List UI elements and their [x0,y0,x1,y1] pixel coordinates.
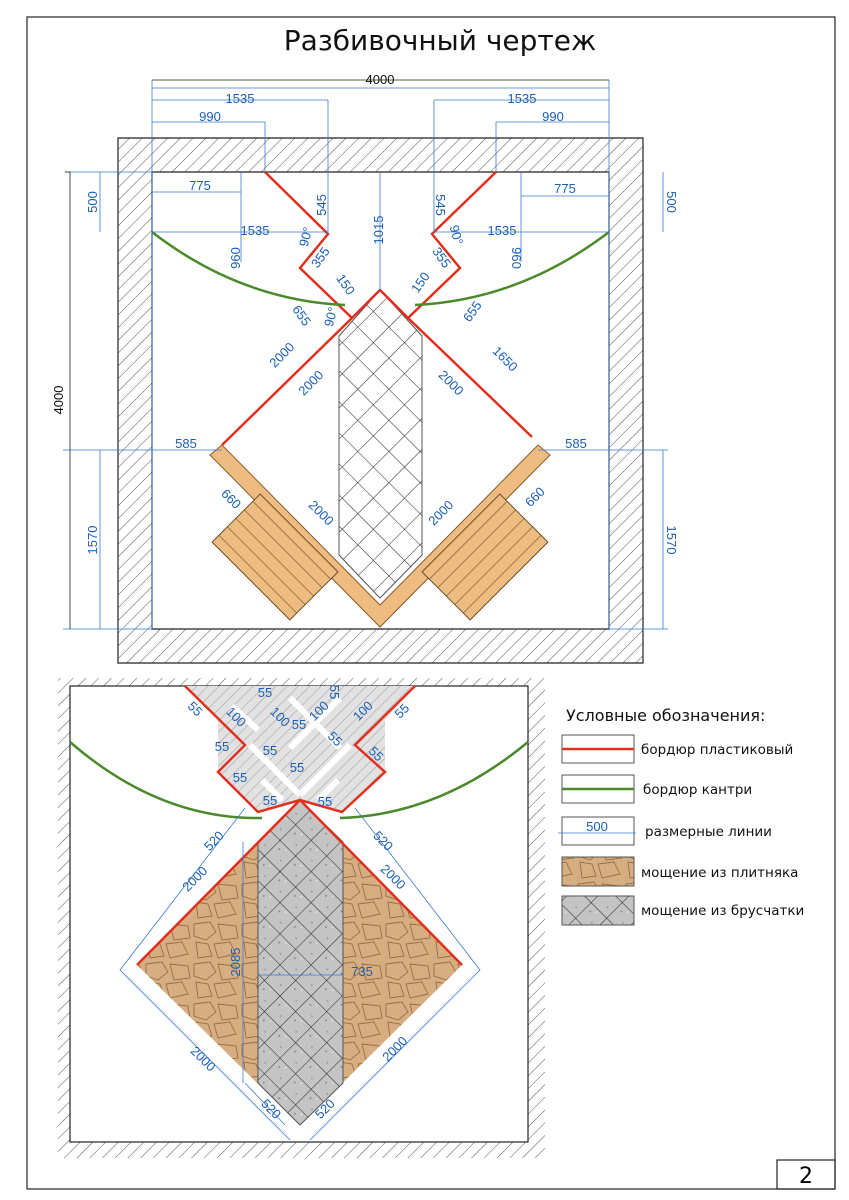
dim-label: 2000 [295,367,326,398]
dim-label: 2000 [436,367,467,398]
dim-label: 2000 [179,863,210,894]
legend-label: мощение из плитняка [641,865,798,881]
dim-label: 545 [314,194,329,216]
paving-swatch [561,895,635,926]
dim-label: 990 [542,109,564,124]
dim-label: 150 [408,269,433,295]
dim-label: 735 [351,964,373,979]
flagstone-swatch [561,856,635,887]
dim-label: 4000 [51,386,66,415]
legend-label: мощение из брусчатки [641,903,804,919]
legend-label: размерные линии [645,824,772,840]
legend-item-paving: мощение из брусчатки [561,895,804,926]
deck-left [211,493,339,621]
sheet-frame [26,16,836,1190]
dim-label: 660 [218,486,244,512]
dim-label: 90° [296,225,316,248]
dim-label: 1535 [226,91,255,106]
dim-label: 1535 [508,91,537,106]
dim-label: 55 [233,770,247,785]
dim-label: 55 [263,743,277,758]
dim-label: 150 [333,271,358,297]
dim-label: 2000 [425,497,456,528]
top-plan [63,79,668,664]
legend-sample-value: 500 [586,819,608,834]
legend-title: Условные обозначения: [566,706,765,725]
plastic-border [136,799,463,966]
legend-item-dimension-lines: 500 размерные линии [558,816,772,846]
legend-item-plastic-border: бордюр пластиковый [561,734,793,764]
dim-label: 4000 [366,72,395,87]
dim-label: 660 [522,484,548,510]
dim-label: 55 [215,739,229,754]
dim-label: 2000 [306,497,337,528]
paving-area [338,289,423,599]
dim-label: 2000 [188,1043,219,1074]
dim-label: 655 [460,298,485,324]
dim-label: 1570 [85,526,100,555]
dim-label: 775 [554,181,576,196]
dim-label: 90° [447,223,467,246]
dim-label: 355 [429,244,454,270]
dim-label: 990 [199,109,221,124]
dimension-lines [119,807,481,1141]
legend-item-flagstone: мощение из плитняка [561,856,798,887]
dim-label: 2085 [228,948,243,977]
bottom-plan [58,678,545,1158]
dim-label: 1015 [371,216,386,245]
country-border [69,741,529,820]
dim-label: 55 [258,685,272,700]
dim-label: 90° [321,305,341,328]
legend-item-country-border: бордюр кантри [561,774,752,804]
legend-label: бордюр кантри [643,782,752,798]
page-title: Разбивочный чертеж [284,24,596,57]
dim-label: 960 [228,247,243,269]
dim-label: 1650 [490,343,521,374]
dim-label: 55 [292,717,306,732]
page-number-box [776,1159,836,1190]
dim-label: 55 [290,760,304,775]
dim-label: 520 [201,828,227,854]
dim-label: 1535 [488,223,517,238]
dim-label: 55 [318,794,332,809]
dim-label: 55 [327,685,342,699]
dim-label: 500 [85,191,100,213]
country-border [151,231,610,307]
dim-label: 585 [565,436,587,451]
plastic-border [221,317,533,446]
page-number: 2 [799,1164,813,1189]
deck-right [421,493,549,621]
dim-label: 1535 [241,223,270,238]
dim-label: 960 [509,247,524,269]
dim-label: 1570 [664,526,679,555]
dim-label: 520 [370,828,396,854]
legend: Условные обозначения: бордюр пластиковый… [558,706,804,926]
dim-label: 500 [664,191,679,213]
dim-label: 55 [263,793,277,808]
dim-label: 655 [289,302,314,328]
paving-area [257,799,344,1126]
dim-label: 2000 [266,339,297,370]
dim-label: 545 [433,194,448,216]
dimension-lines [63,80,668,630]
dim-label: 585 [175,436,197,451]
dim-label: 355 [308,244,333,270]
legend-label: бордюр пластиковый [641,742,793,758]
dim-label: 775 [189,178,211,193]
